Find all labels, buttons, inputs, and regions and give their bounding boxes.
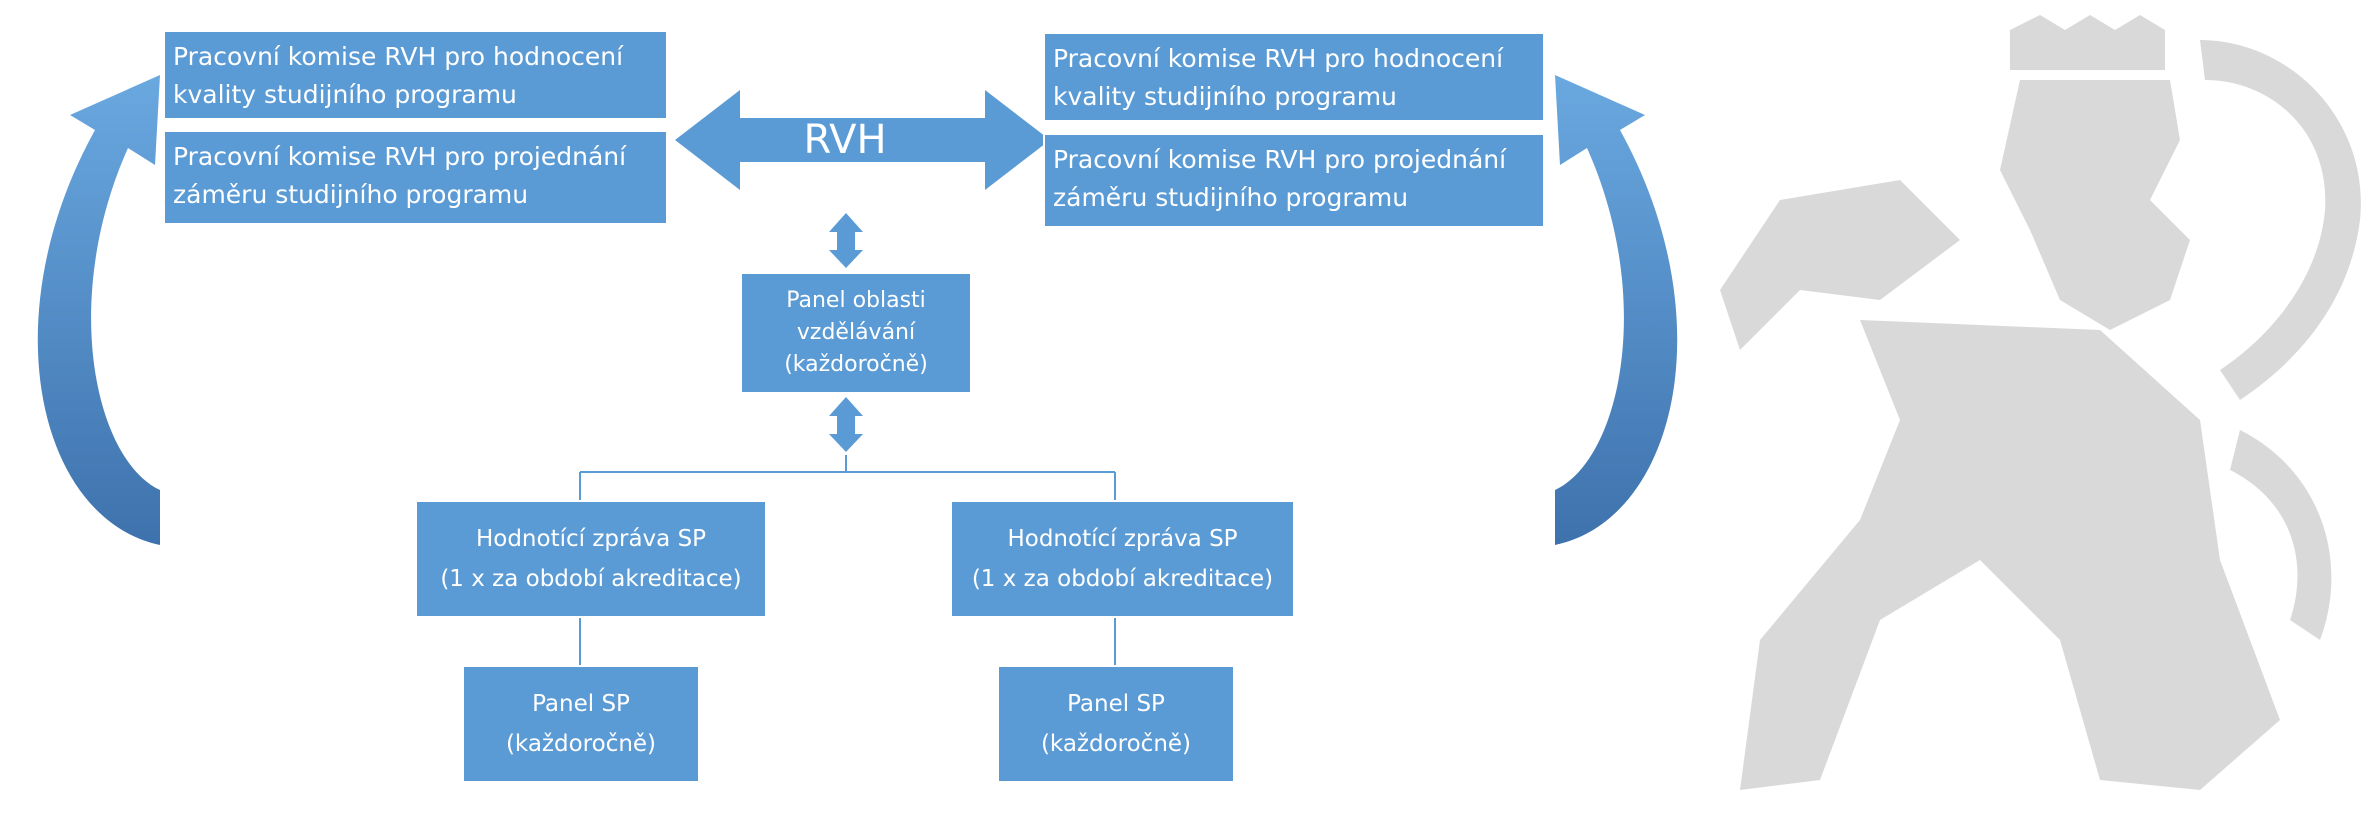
panel-sp-right-line-2: (každoročně) [1040, 731, 1192, 757]
right-quality-line-2: kvality studijního programu [1053, 82, 1397, 111]
left-quality-commission: Pracovní komise RVH pro hodnocení kvalit… [163, 30, 668, 120]
rvh-double-arrow [675, 90, 1050, 190]
connector-lines [579, 455, 1116, 665]
vertical-arrow-lower [829, 397, 863, 452]
panel-sp-box-right: Panel SP (každoročně) [997, 665, 1235, 783]
panel-area-line-3: (každoročně) [784, 352, 928, 377]
panel-sp-left-line-1: Panel SP [532, 691, 630, 717]
right-quality-commission: Pracovní komise RVH pro hodnocení kvalit… [1043, 32, 1545, 122]
right-quality-line-1: Pracovní komise RVH pro hodnocení [1053, 44, 1504, 73]
report-right-line-1: Hodnotící zpráva SP [1007, 526, 1238, 552]
vertical-arrow-upper [829, 213, 863, 268]
report-right-line-2: (1 x za období akreditace) [971, 566, 1274, 592]
right-intent-line-2: záměru studijního programu [1053, 183, 1409, 212]
panel-area-line-1: Panel oblasti [786, 288, 926, 313]
left-intent-commission: Pracovní komise RVH pro projednání záměr… [163, 130, 668, 225]
right-curved-arrow [1555, 75, 1678, 545]
panel-area-line-2: vzdělávání [796, 320, 916, 345]
right-intent-commission: Pracovní komise RVH pro projednání záměr… [1043, 133, 1545, 228]
report-box-left: Hodnotící zpráva SP (1 x za období akred… [415, 500, 767, 618]
report-left-line-1: Hodnotící zpráva SP [475, 526, 707, 552]
panel-sp-right-line-1: Panel SP [1067, 691, 1165, 717]
right-intent-line-1: Pracovní komise RVH pro projednání [1053, 145, 1507, 174]
rvh-label: RVH [803, 117, 887, 163]
report-left-line-2: (1 x za období akreditace) [440, 566, 742, 592]
lion-emblem-icon [1720, 15, 2361, 790]
left-intent-line-1: Pracovní komise RVH pro projednání [173, 142, 627, 171]
report-box-right: Hodnotící zpráva SP (1 x za období akred… [950, 500, 1295, 618]
panel-sp-box-left: Panel SP (každoročně) [462, 665, 700, 783]
left-intent-line-2: záměru studijního programu [173, 180, 529, 209]
left-curved-arrow [37, 75, 160, 545]
panel-area-box: Panel oblasti vzdělávání (každoročně) [740, 272, 972, 394]
panel-sp-left-line-2: (každoročně) [505, 731, 657, 757]
left-quality-line-1: Pracovní komise RVH pro hodnocení [173, 42, 624, 71]
left-quality-line-2: kvality studijního programu [173, 80, 517, 109]
